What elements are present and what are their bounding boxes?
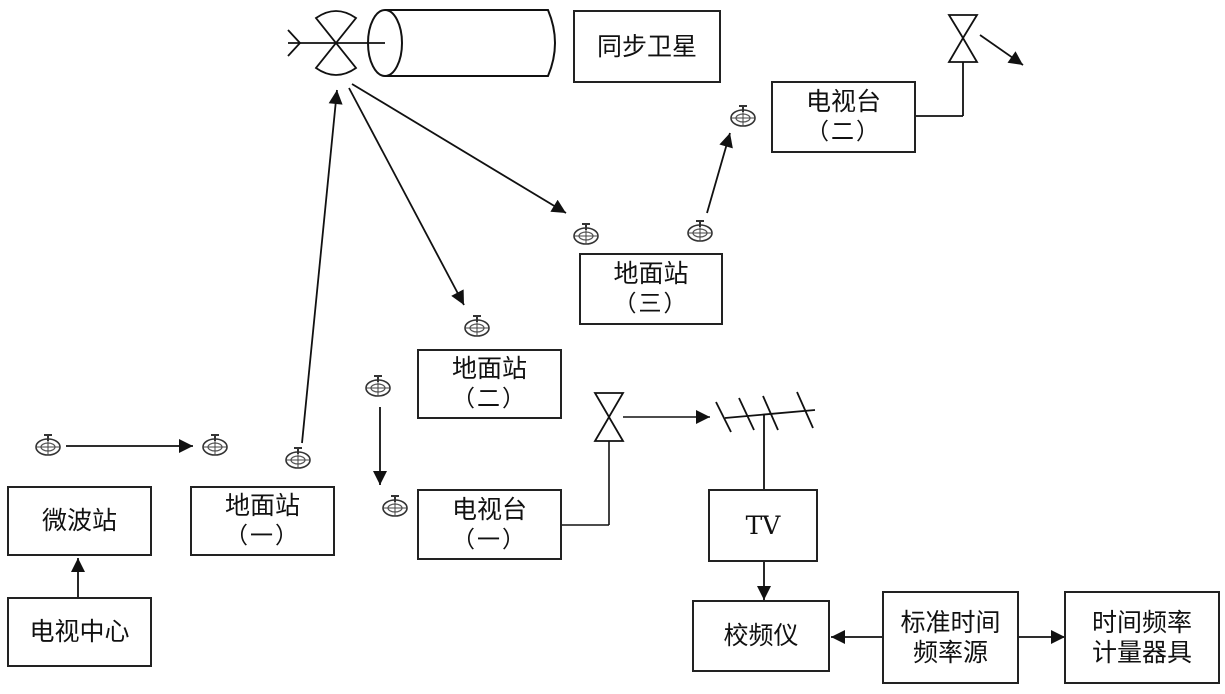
node-label: 频率源 — [912, 637, 988, 667]
node-label: 地面站 — [224, 491, 300, 520]
antenna-icon — [562, 392, 625, 526]
node-label: 电视台 — [451, 494, 527, 524]
node-label: 校频仪 — [723, 621, 799, 650]
satellite-icon — [287, 9, 556, 77]
dish-icon — [730, 105, 756, 127]
edge-ground1-to-satellite — [301, 89, 343, 444]
node-measuring-instruments: 时间频率 计量器具 — [1064, 591, 1220, 684]
node-sublabel: （二） — [452, 386, 527, 412]
node-label: 地面站 — [451, 354, 527, 383]
node-microwave-station: 微波站 — [7, 486, 152, 556]
node-tv-center: 电视中心 — [7, 597, 152, 667]
node-satellite: 同步卫星 — [573, 10, 721, 83]
edge-ground3-to-tv2 — [706, 132, 733, 214]
dish-icon — [35, 434, 61, 456]
node-tv-station-1: 电视台 （一） — [417, 489, 562, 560]
node-tv: TV — [708, 489, 818, 562]
node-label: 同步卫星 — [596, 31, 697, 61]
dish-icon — [464, 315, 490, 337]
node-standard-source: 标准时间 频率源 — [882, 591, 1019, 684]
node-ground-station-2: 地面站 （二） — [417, 349, 562, 419]
yagi-antenna-icon — [715, 391, 816, 490]
antenna-icon — [915, 14, 979, 117]
dish-icon — [202, 434, 228, 456]
node-frequency-calibrator: 校频仪 — [692, 600, 830, 672]
dish-icon — [285, 447, 311, 469]
dish-icon — [382, 495, 408, 517]
edge-satellite-to-ground3 — [351, 83, 567, 214]
dish-icon — [687, 220, 713, 242]
node-sublabel: （二） — [806, 119, 881, 145]
node-label: 时间频率 — [1091, 607, 1192, 637]
node-tv-station-2: 电视台 （二） — [771, 81, 916, 153]
node-sublabel: （三） — [613, 291, 689, 317]
node-sublabel: （一） — [452, 526, 527, 553]
node-label: 标准时间 — [900, 607, 1001, 637]
node-ground-station-1: 地面站 （一） — [190, 486, 335, 556]
node-label: 电视中心 — [29, 617, 130, 646]
edge-satellite-to-ground2 — [348, 87, 465, 306]
node-label: TV — [745, 510, 781, 540]
dish-icon — [573, 223, 599, 245]
broadcast-arrow — [979, 34, 1024, 66]
node-sublabel: （一） — [225, 523, 300, 549]
node-label: 微波站 — [41, 506, 117, 535]
node-label: 地面站 — [613, 259, 689, 288]
node-label: 电视台 — [805, 87, 881, 116]
dish-icon — [365, 375, 391, 397]
node-ground-station-3: 地面站 （三） — [579, 253, 723, 325]
node-label: 计量器具 — [1091, 637, 1192, 667]
